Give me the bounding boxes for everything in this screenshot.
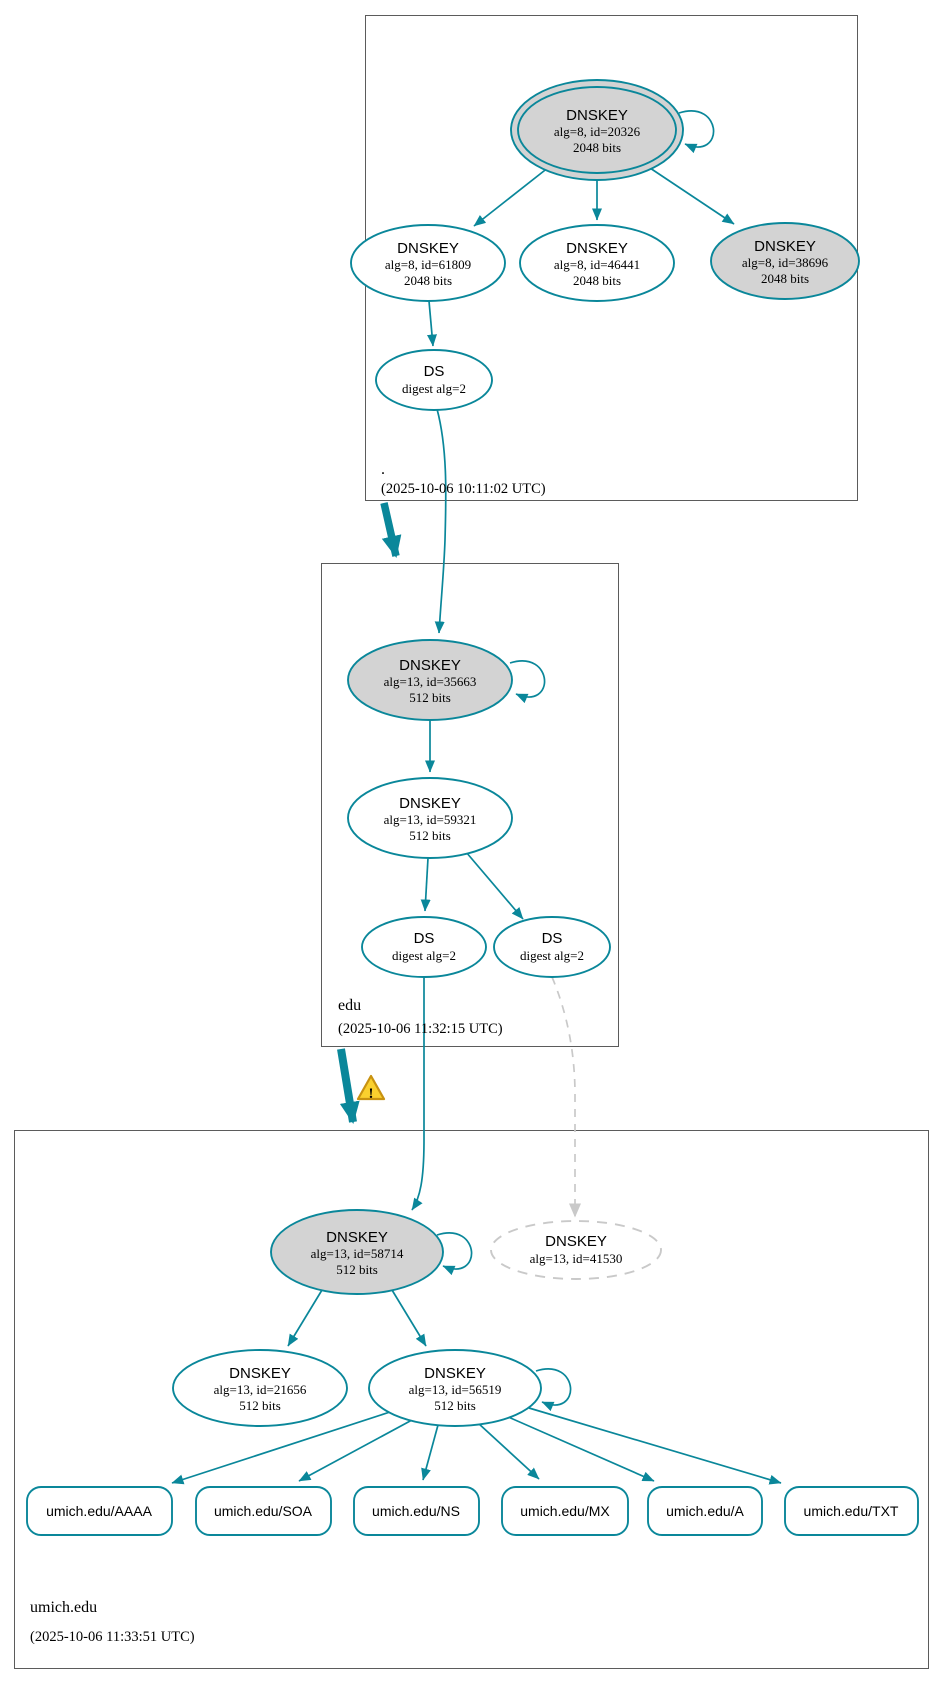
ds-node-edu-right[interactable]: DS digest alg=2 [493,916,611,978]
edge-ksk58714-selfsign [436,1232,473,1276]
zone-timestamp-root: (2025-10-06 10:11:02 UTC) [381,481,546,497]
edge-ksk58714-to-zsk56519 [391,1289,427,1347]
dnskey-node-41530-missing[interactable]: DNSKEY alg=13, id=41530 [490,1220,662,1280]
node-bits: 512 bits [409,690,451,705]
zone-label-root: . [381,461,385,478]
rrset-node-txt[interactable]: umich.edu/TXT [784,1486,919,1536]
node-title: DNSKEY [566,240,628,257]
node-title: DNSKEY [424,1365,486,1382]
edge-delegation-root-to-edu [380,502,402,558]
edge-zsk56519-to-mx [477,1422,540,1480]
edge-ksk35663-selfsign [509,660,546,704]
node-bits: 2048 bits [573,140,621,155]
node-params: alg=8, id=20326 [554,124,641,139]
rrset-label: umich.edu/MX [520,1503,610,1519]
node-title: DNSKEY [397,240,459,257]
dnskey-node-46441[interactable]: DNSKEY alg=8, id=46441 2048 bits [519,224,675,302]
node-params: alg=13, id=41530 [530,1251,623,1266]
dnskey-node-35663[interactable]: DNSKEY alg=13, id=35663 512 bits [347,639,513,721]
zone-timestamp-edu: (2025-10-06 11:32:15 UTC) [338,1021,503,1037]
node-params: alg=8, id=38696 [742,255,829,270]
zone-label-umich: umich.edu [30,1599,97,1616]
rrset-label: umich.edu/NS [372,1503,460,1519]
rrset-node-ns[interactable]: umich.edu/NS [353,1486,480,1536]
node-params: alg=13, id=21656 [214,1382,307,1397]
node-params: digest alg=2 [520,948,584,963]
rrset-label: umich.edu/TXT [804,1503,899,1519]
node-params: alg=13, id=35663 [384,674,477,689]
rrset-label: umich.edu/AAAA [46,1503,152,1519]
dnskey-node-38696[interactable]: DNSKEY alg=8, id=38696 2048 bits [710,222,860,300]
rrset-node-a[interactable]: umich.edu/A [647,1486,763,1536]
edge-zsk56519-to-a [505,1415,655,1482]
node-title: DNSKEY [545,1233,607,1250]
node-title: DS [542,930,563,947]
node-title: DNSKEY [399,657,461,674]
warning-icon: ! [356,1074,386,1102]
ds-node-edu-left[interactable]: DS digest alg=2 [361,916,487,978]
edge-zsk59321-to-dsright [465,851,524,920]
node-params: digest alg=2 [392,948,456,963]
edge-dsright-to-dnskey41530-bogus [551,976,581,1218]
dnskey-node-56519[interactable]: DNSKEY alg=13, id=56519 512 bits [368,1349,542,1427]
edge-zsk56519-selfsign [535,1368,572,1412]
node-title: DNSKEY [326,1229,388,1246]
node-params: alg=8, id=61809 [385,257,471,272]
edge-zsk56519-to-soa [298,1419,413,1482]
rrset-label: umich.edu/SOA [214,1503,313,1519]
node-title: DNSKEY [754,238,816,255]
node-params: alg=13, id=59321 [384,812,477,827]
dnskey-node-58714[interactable]: DNSKEY alg=13, id=58714 512 bits [270,1209,444,1295]
node-bits: 2048 bits [761,271,809,286]
node-bits: 512 bits [239,1398,281,1413]
edge-zsk56519-to-ns [421,1424,439,1481]
node-bits: 512 bits [336,1262,378,1277]
zone-box-edu [321,563,619,1047]
dnskey-node-61809[interactable]: DNSKEY alg=8, id=61809 2048 bits [350,224,506,302]
edge-ksk58714-to-zsk21656 [287,1289,323,1347]
zone-box-umich [14,1130,929,1669]
rrset-label: umich.edu/A [666,1503,744,1519]
ds-node-root[interactable]: DS digest alg=2 [375,349,493,411]
edge-dsleft-to-ksk58714 [411,977,425,1211]
node-title: DNSKEY [399,795,461,812]
node-params: alg=13, id=58714 [311,1246,404,1261]
dnskey-node-20326[interactable]: DNSKEY alg=8, id=20326 2048 bits [510,79,684,181]
dnskey-node-21656[interactable]: DNSKEY alg=13, id=21656 512 bits [172,1349,348,1427]
node-params: digest alg=2 [402,381,466,396]
dnskey-node-59321[interactable]: DNSKEY alg=13, id=59321 512 bits [347,777,513,859]
edge-zsk59321-to-dsleft [420,857,431,912]
rrset-node-soa[interactable]: umich.edu/SOA [195,1486,332,1536]
node-bits: 2048 bits [573,273,621,288]
node-bits: 512 bits [409,828,451,843]
node-title: DS [424,363,445,380]
node-bits: 512 bits [434,1398,476,1413]
edge-zsk56519-to-aaaa [171,1411,391,1485]
edge-zsk56519-to-txt [528,1407,782,1485]
node-title: DNSKEY [566,107,628,124]
rrset-node-mx[interactable]: umich.edu/MX [501,1486,629,1536]
node-bits: 2048 bits [404,273,452,288]
edge-zsk61809-to-ds [427,300,437,347]
zone-timestamp-umich: (2025-10-06 11:33:51 UTC) [30,1629,195,1645]
edge-ksk20326-to-zsk38696 [646,165,735,225]
edge-ksk20326-to-zsk61809 [473,166,550,227]
node-params: alg=8, id=46441 [554,257,640,272]
zone-label-edu: edu [338,997,361,1014]
node-title: DNSKEY [229,1365,291,1382]
edge-delegation-edu-to-umich [337,1048,360,1124]
node-title: DS [414,930,435,947]
rrset-node-aaaa[interactable]: umich.edu/AAAA [26,1486,173,1536]
edge-dsroot-to-ksk35663 [434,408,447,634]
node-params: alg=13, id=56519 [409,1382,502,1397]
warning-exclamation: ! [369,1086,374,1102]
edge-ksk20326-selfsign [678,110,715,154]
